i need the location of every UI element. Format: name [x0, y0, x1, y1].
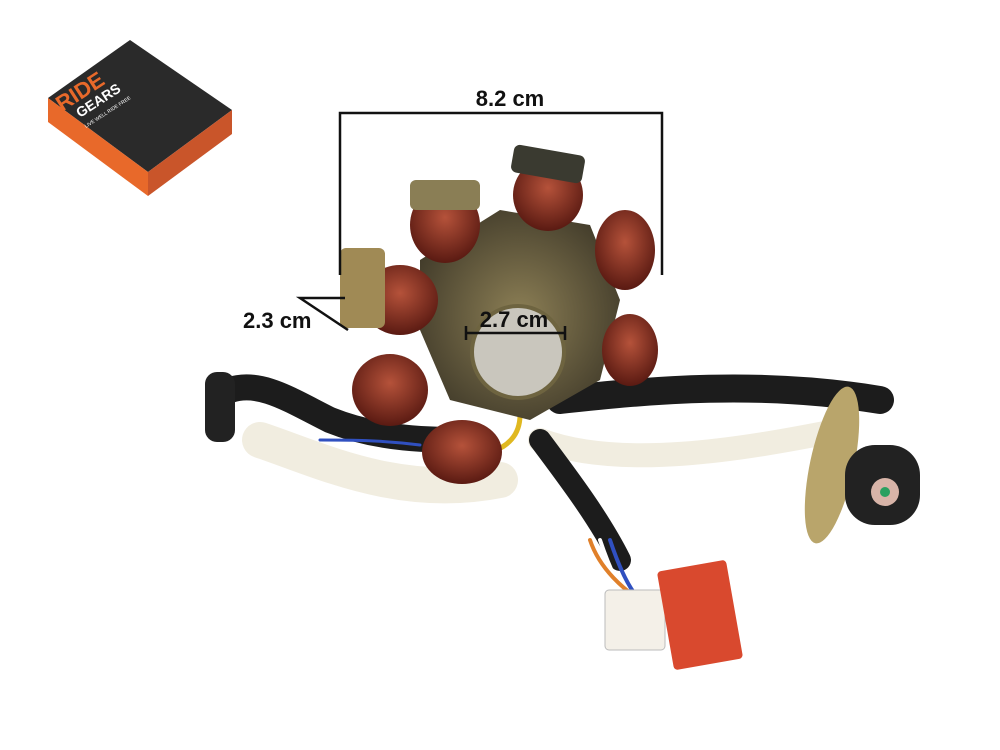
center-hole	[470, 304, 566, 400]
white-connector	[604, 589, 666, 651]
product-box: RIDE GEARS LIVE WELL RIDE FREE	[48, 40, 232, 196]
stator-coils	[340, 144, 658, 484]
inner-diameter-label: 2.7 cm	[480, 307, 549, 332]
dimension-width: 8.2 cm	[338, 86, 664, 275]
red-connector	[657, 560, 743, 670]
thickness-label: 2.3 cm	[243, 308, 312, 333]
dimension-inner-diameter: 2.7 cm	[464, 307, 567, 340]
width-label: 8.2 cm	[476, 86, 545, 111]
dimension-thickness: 2.3 cm	[243, 296, 349, 333]
pickup-sensor	[804, 386, 920, 544]
